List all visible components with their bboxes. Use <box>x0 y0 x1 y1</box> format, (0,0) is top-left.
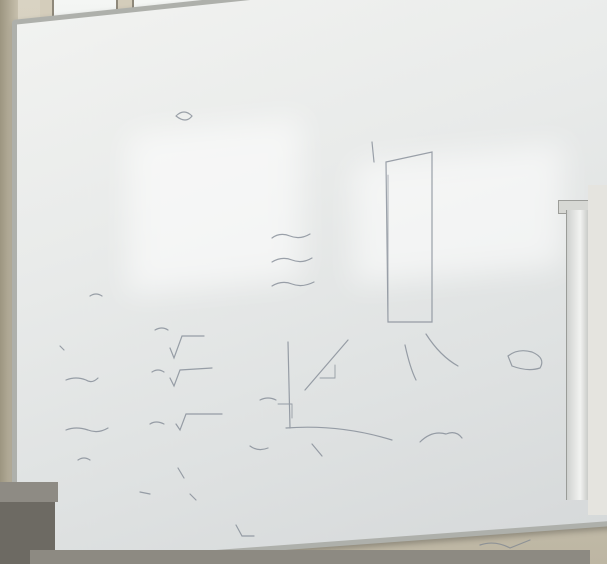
scribble <box>65 377 99 383</box>
slope-line <box>304 339 349 391</box>
rectangle-diagram <box>385 151 433 323</box>
scribble <box>177 467 185 479</box>
diagram-line <box>371 141 375 163</box>
scribble <box>65 427 109 433</box>
sqrt-sign <box>169 335 205 360</box>
scribble <box>77 457 91 461</box>
scribble <box>175 111 193 121</box>
corner-mark <box>277 403 293 419</box>
scribble <box>271 281 315 287</box>
scribble <box>151 369 165 373</box>
scribble <box>507 350 543 371</box>
scribble <box>235 524 255 537</box>
scribble <box>59 345 65 351</box>
scribble <box>419 432 463 443</box>
scribble <box>139 491 151 495</box>
curve-line <box>285 426 393 441</box>
axis-line <box>287 341 291 429</box>
scribble <box>189 493 197 501</box>
arrow-stroke <box>425 333 459 367</box>
board-side-post <box>566 210 589 500</box>
angle-mark <box>319 364 336 379</box>
scribble <box>249 445 269 451</box>
sqrt-sign <box>169 367 213 388</box>
scribble <box>259 397 277 401</box>
arrow-stroke <box>404 344 417 381</box>
scribble <box>149 421 165 425</box>
scribble <box>154 327 169 331</box>
scribble <box>271 233 311 239</box>
scribble <box>89 293 103 297</box>
scribble <box>311 443 323 457</box>
wall-edge <box>588 185 607 515</box>
scribble <box>479 539 531 549</box>
sqrt-sign <box>175 413 223 432</box>
scribble <box>271 257 313 263</box>
board-bottom-rail <box>30 550 590 564</box>
desk-equipment-top <box>0 482 58 502</box>
